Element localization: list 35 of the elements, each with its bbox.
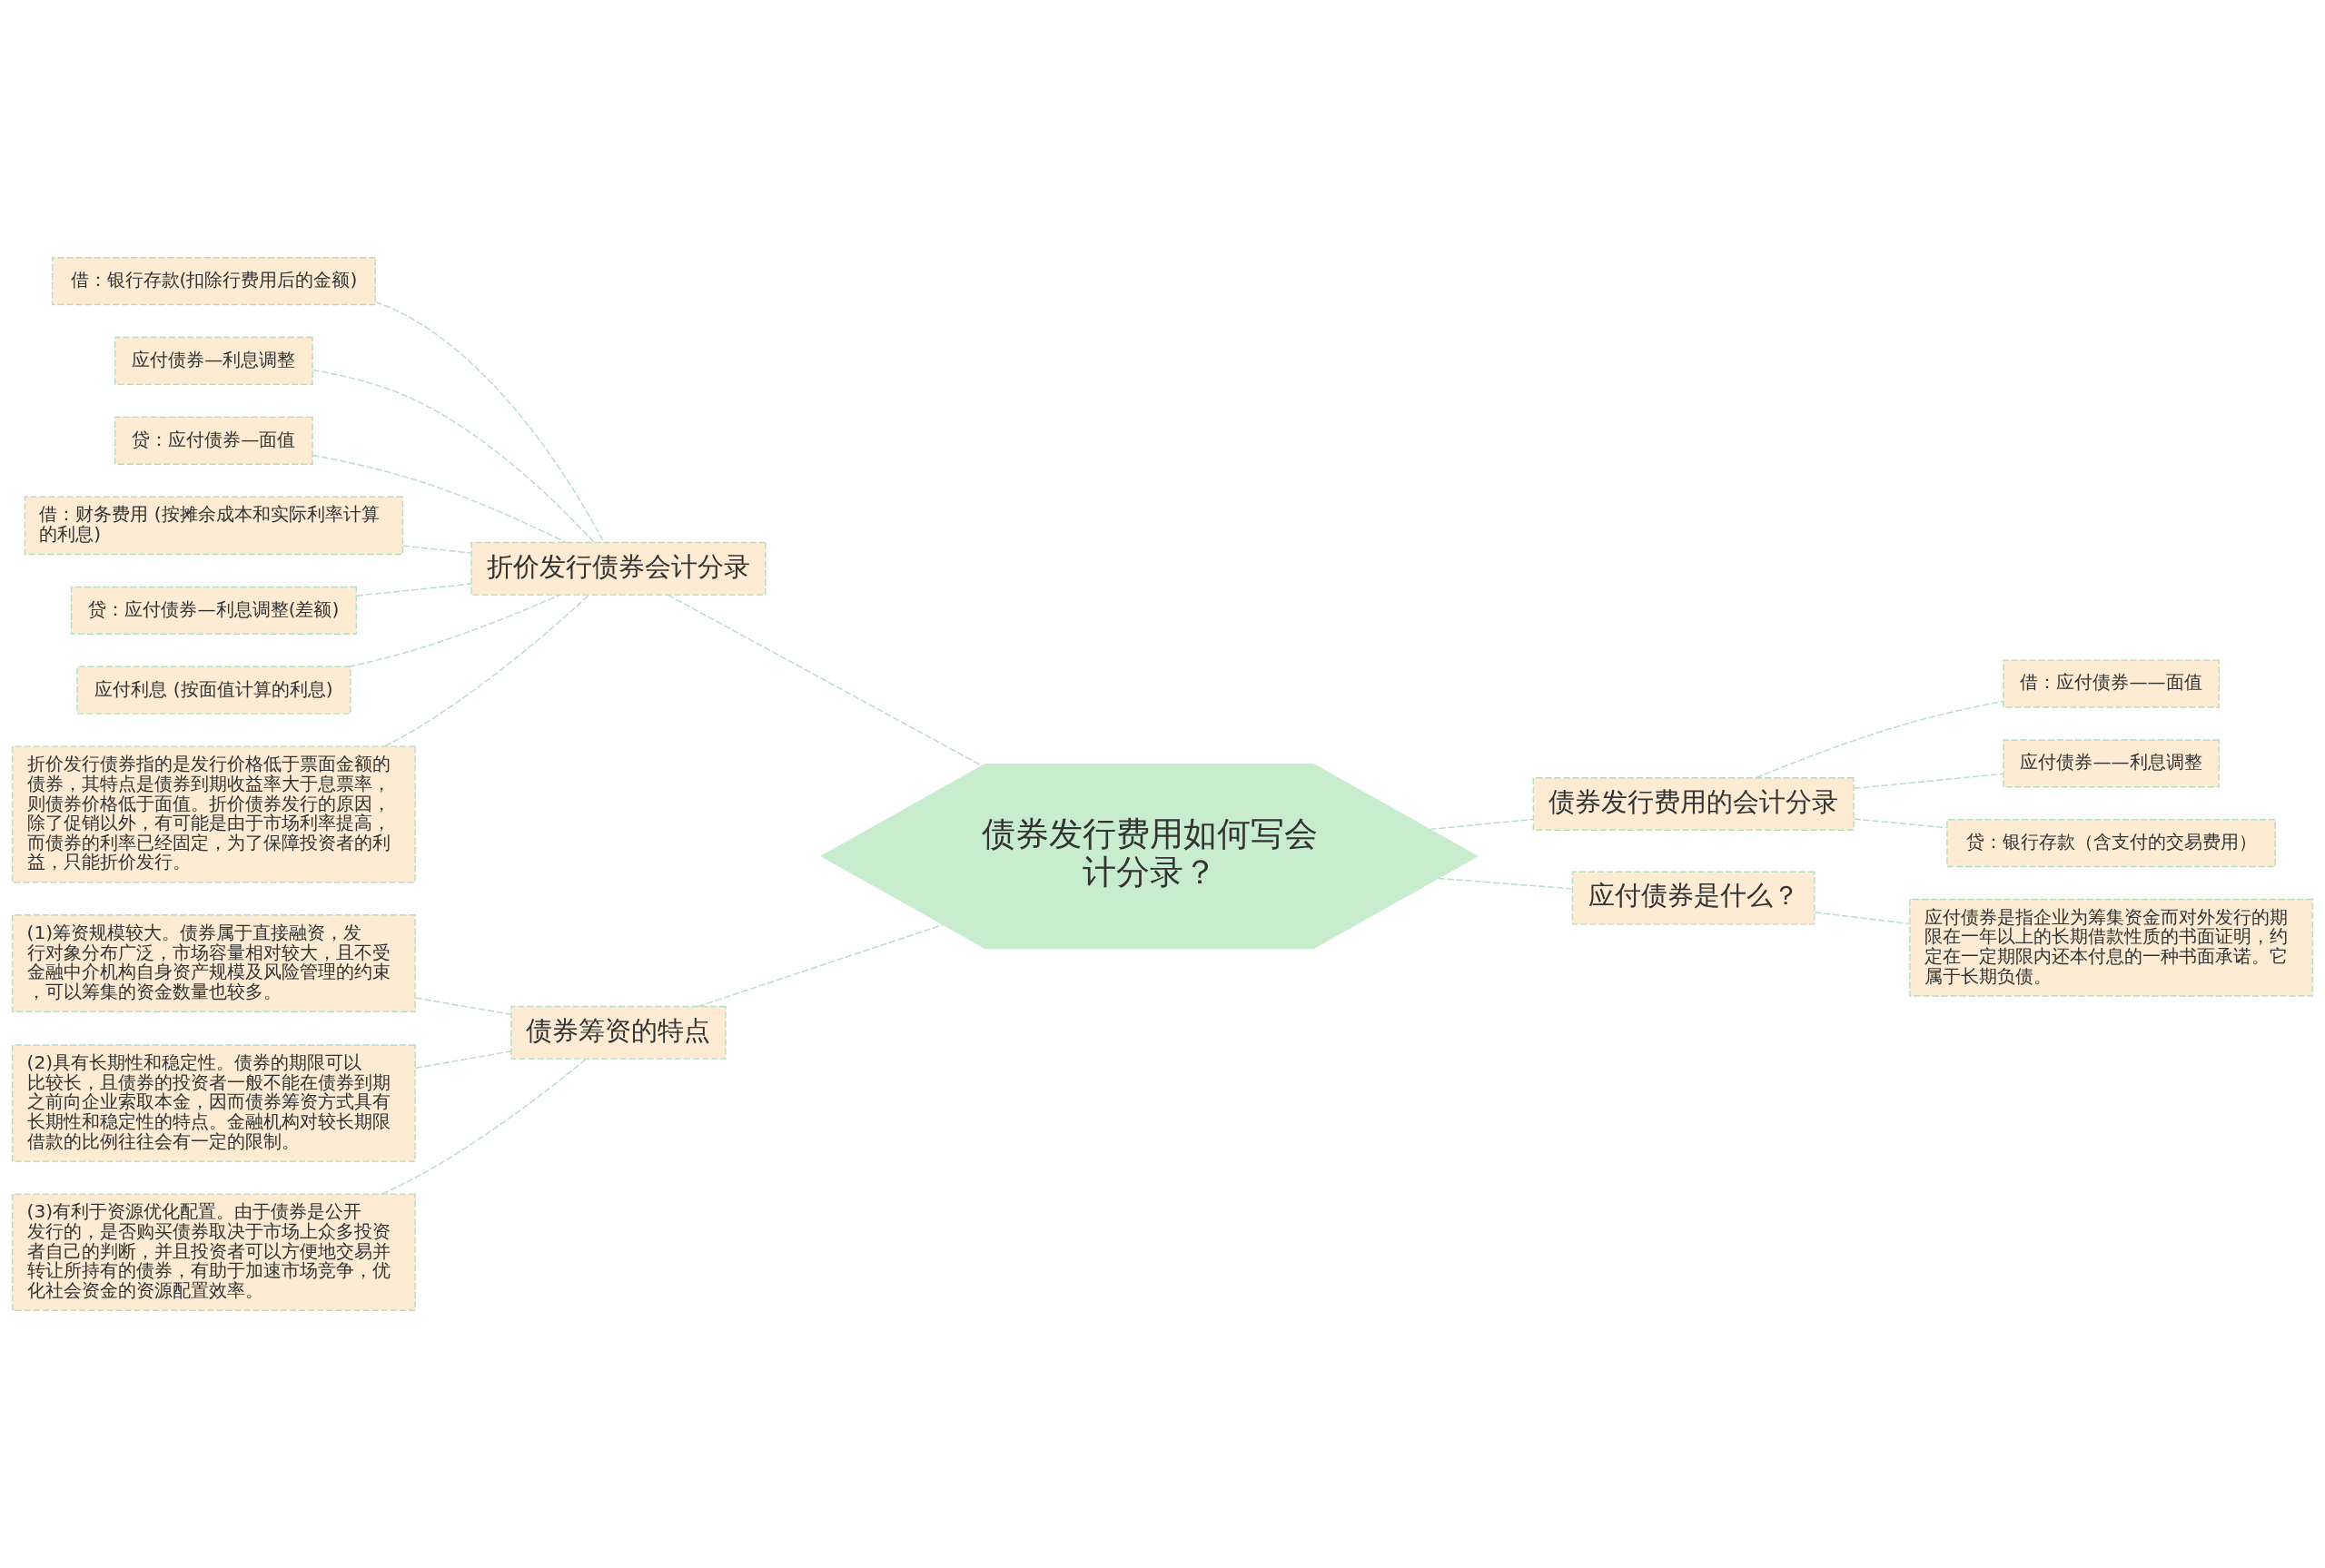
- connector: [1755, 700, 2004, 779]
- node-box: 债券筹资的特点: [510, 1005, 727, 1060]
- node-box: 应付债券——利息调整: [2003, 739, 2221, 788]
- node-box: 折价发行债券会计分录: [470, 541, 767, 596]
- node-box: (2)具有长期性和稳定性。债券的期限可以比较长，且债券的投资者一般不能在债券到期之前向企业索取本金，因而债券筹资方式具有长期性和稳定性的特点。金融机构对较长期限借款的比例往往会有一定的限制。: [12, 1044, 416, 1162]
- connector: [1853, 818, 1948, 829]
- connector: [312, 369, 595, 543]
- connector: [1437, 877, 1573, 890]
- connector: [698, 923, 944, 1008]
- node-box: 贷：银行存款（含支付的交易费用）: [1946, 819, 2276, 868]
- connector: [402, 545, 472, 554]
- node-box: 借：财务费用 (按摊余成本和实际利率计算的利息): [24, 496, 404, 556]
- connector: [1853, 773, 2004, 790]
- connector: [414, 997, 512, 1015]
- connector: [312, 454, 567, 544]
- connector: [1429, 818, 1534, 831]
- connector: [414, 1050, 512, 1070]
- node-box: 贷：应付债券—利息调整(差额): [70, 586, 358, 636]
- node-box: 应付利息 (按面值计算的利息): [76, 666, 351, 715]
- node-box: 借：应付债券——面值: [2003, 659, 2221, 708]
- connector: [381, 1058, 588, 1195]
- node-box: 折价发行债券指的是发行价格低于票面金额的债券，其特点是债券到期收益率大于息票率，则债券价格低于面值。折价债券发行的原因，除了促销以外，有可能是由于市场利率提高，而债券的利率已经固定，为了保障投资者的利益，只能折价发行。: [12, 745, 416, 883]
- node-box: 贷：应付债券—面值: [114, 416, 313, 465]
- connector: [384, 594, 590, 747]
- node-box: (1)筹资规模较大。债券属于直接融资，发行对象分布广泛，市场容量相对较大，且不受金融中介机构自身资产规模及风险管理的约束，可以筹集的资金数量也较多。: [12, 914, 416, 1013]
- node-box: 借：银行存款(扣除行费用后的金额): [51, 257, 376, 306]
- connector: [374, 301, 605, 543]
- node-box: 应付债券—利息调整: [114, 336, 313, 386]
- node-box: 债券发行费用的会计分录: [1532, 776, 1855, 831]
- node-box: (3)有利于资源优化配置。由于债券是公开发行的，是否购买债券取决于市场上众多投资者自己的判断，并且投资者可以方便地交易并转让所持有的债券，有助于加速市场竞争，优化社会资金的资源配置效率。: [12, 1193, 416, 1311]
- node-box: 应付债券是指企业为筹集资金而对外发行的期限在一年以上的长期借款性质的书面证明，约定在一定期限内还本付息的一种书面承诺。它属于长期负债。: [1909, 898, 2313, 997]
- connector: [356, 583, 472, 597]
- connector: [348, 594, 561, 667]
- connector: [1814, 912, 1911, 925]
- node-box: 应付债券是什么？: [1571, 871, 1815, 925]
